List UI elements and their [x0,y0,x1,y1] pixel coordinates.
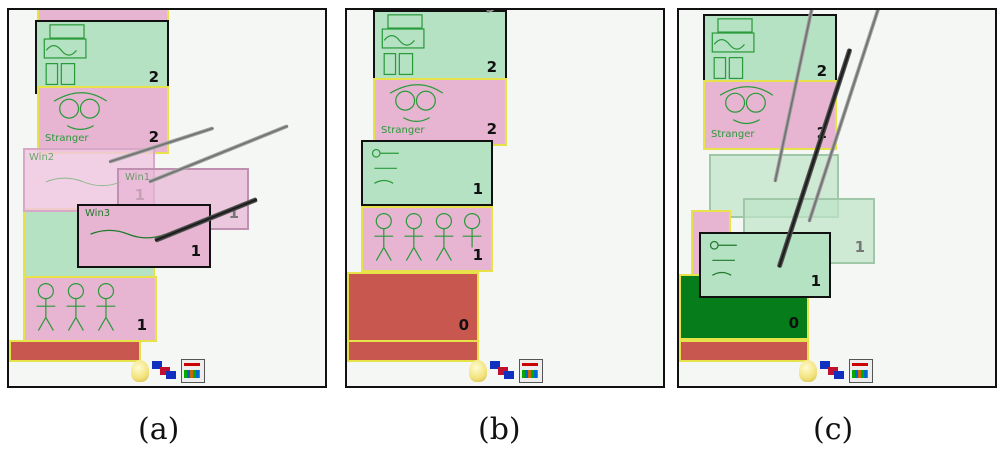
window-card-win3[interactable]: Win3 1 [77,204,211,268]
card-count: 1 [136,316,147,334]
window-label: Win2 [29,152,55,163]
sketch-drawing [90,229,166,239]
color-blocks-icon[interactable] [152,361,178,381]
color-blocks-icon[interactable] [820,361,846,381]
toolbar [131,358,205,384]
sketch-label: Stranger [381,125,425,136]
stack-card-5[interactable]: 0 [347,272,479,342]
card-count: 2 [148,128,159,146]
card-count: 2 [816,62,827,80]
stack-card-2[interactable]: Stranger 2 [373,78,507,146]
toolbar [799,358,873,384]
lightbulb-icon[interactable] [799,360,817,382]
tools-icon[interactable] [849,359,873,383]
toolbar [469,358,543,384]
color-blocks-icon[interactable] [490,361,516,381]
caption-c: (c) [813,412,854,447]
stack-card-3[interactable]: 1 [699,232,831,298]
sketch-drawing [45,177,122,187]
window-label: Win1 [125,172,151,183]
card-count: 2 [486,58,497,76]
card-count: 1 [472,180,483,198]
lightbulb-icon[interactable] [131,360,149,382]
stack-card-1[interactable]: 2 [703,14,837,88]
stack-card-2[interactable]: Stranger 2 [703,80,837,150]
sketch-drawing [381,14,425,76]
sketch-label: Stranger [45,133,89,144]
stack-card-bottom[interactable] [679,340,809,362]
card-count: 2 [486,120,497,138]
sketch-drawing [719,86,774,125]
sketch-drawing [389,84,444,123]
stack-card-1[interactable]: 2 [35,20,169,94]
sketch-drawing [53,92,108,131]
caption-a: (a) [138,412,180,447]
tools-icon[interactable] [519,359,543,383]
stack-card-1[interactable]: 2 [373,10,507,84]
stack-card-3[interactable]: 1 [361,140,493,206]
sketch-drawing [711,18,755,80]
card-count: 1 [854,238,865,256]
sketch-drawing [36,283,116,331]
panel-c: 2 Stranger 2 1 0 1 [677,8,997,388]
sketch-label: Stranger [711,129,755,140]
sketch-drawing [709,240,737,276]
caption-b: (b) [478,412,521,447]
card-count: 0 [458,316,469,334]
lightbulb-icon[interactable] [469,360,487,382]
sketch-drawing [374,213,482,261]
card-count: 1 [472,246,483,264]
sketch-drawing [371,148,399,184]
card-count: 2 [148,68,159,86]
tools-icon[interactable] [181,359,205,383]
card-count: 0 [788,314,799,332]
panel-a: 2 Stranger 2 Win2 1 Win1 1 Win3 1 1 [7,8,327,388]
sketch-drawing [43,24,87,86]
stack-card-bottom[interactable] [347,340,479,362]
card-count: 1 [810,272,821,290]
stack-card-figures[interactable]: 1 [23,276,157,342]
panel-b: 2 Stranger 2 1 1 0 [345,8,665,388]
stack-card-2[interactable]: Stranger 2 [37,86,169,154]
card-count: 1 [228,204,239,222]
card-count: 1 [190,242,201,260]
stack-card-4[interactable]: 1 [361,206,493,272]
stack-card-bottom[interactable] [9,340,141,362]
window-label: Win3 [85,208,111,219]
